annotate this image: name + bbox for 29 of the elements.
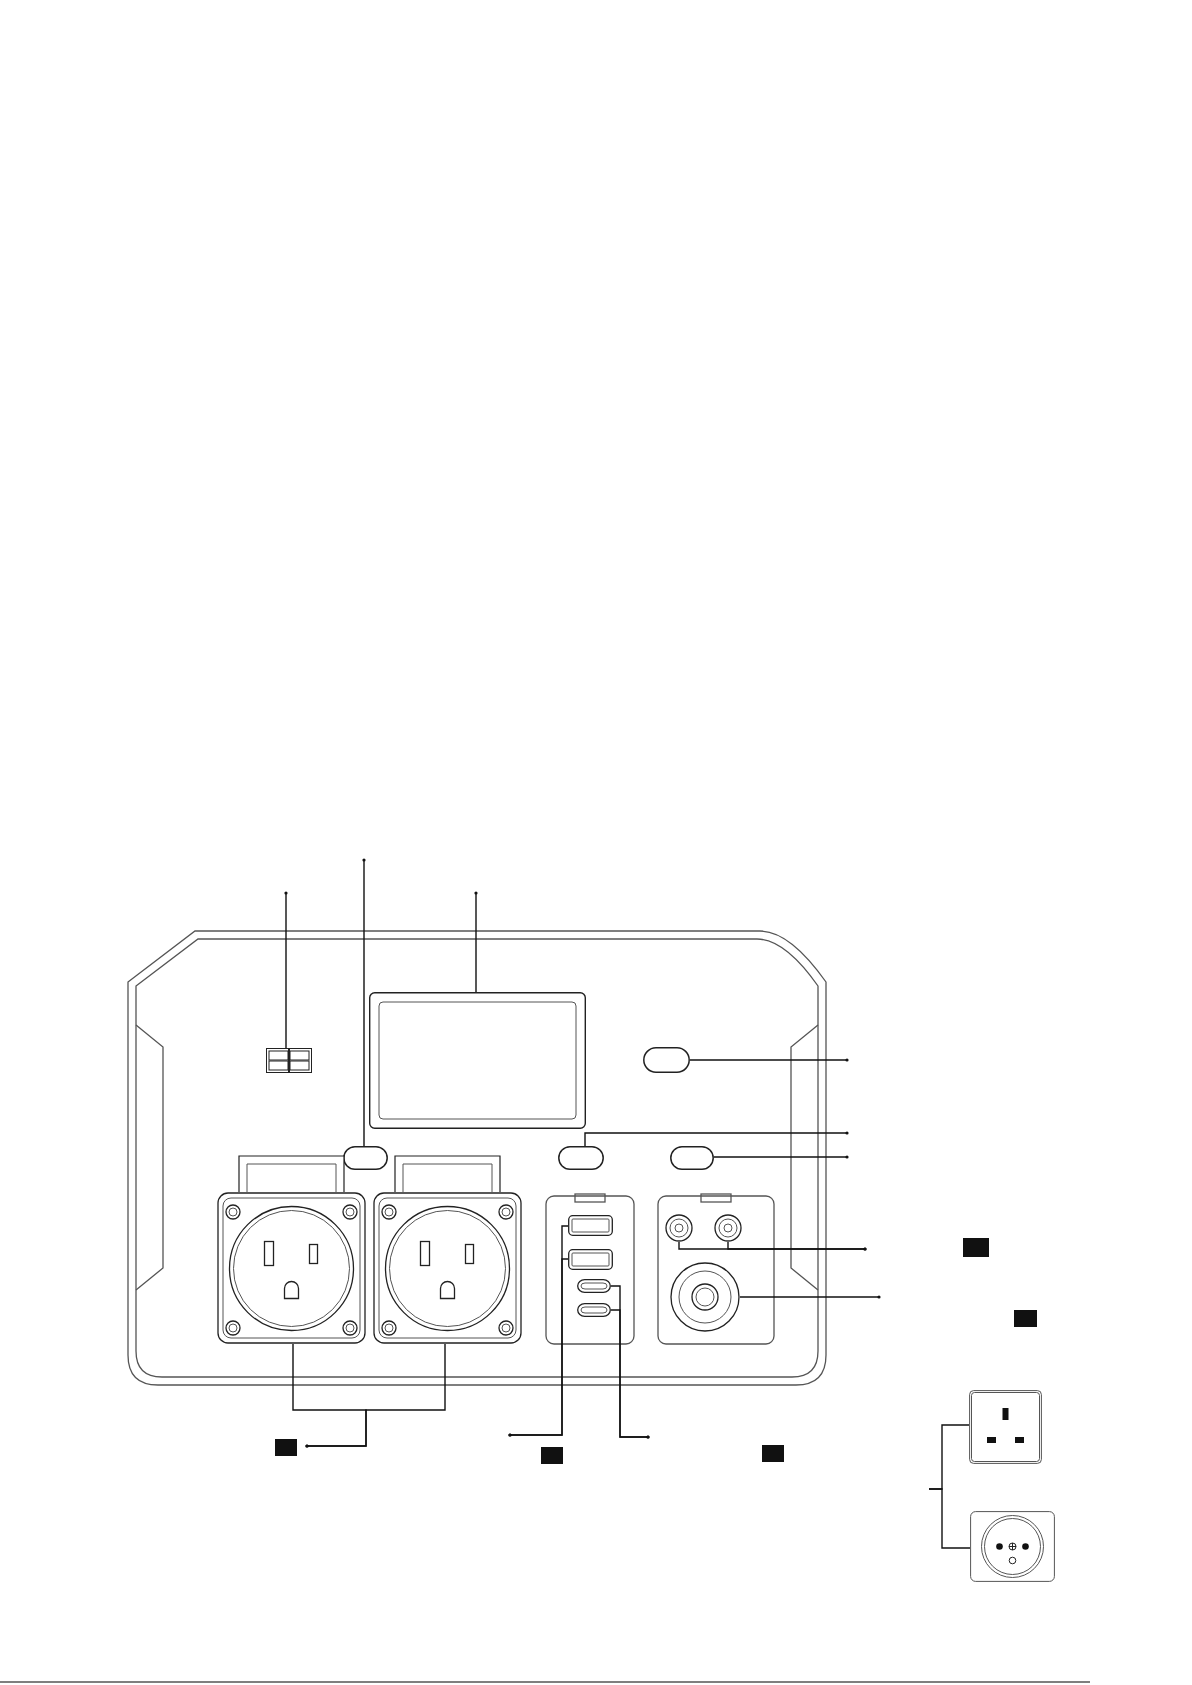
leader-line <box>713 1155 849 1159</box>
leader-line <box>474 891 478 993</box>
oval-button <box>343 1146 388 1170</box>
ac-outlet <box>217 1156 366 1344</box>
leader-line <box>739 1295 881 1299</box>
oval-button <box>670 1146 714 1170</box>
leader-line <box>689 1058 849 1062</box>
ac-outlet <box>373 1156 522 1344</box>
eu-socket-drawing <box>970 1511 1055 1582</box>
leader-line <box>305 1343 446 1448</box>
display-screen <box>369 992 586 1129</box>
usb-c-port <box>577 1303 611 1317</box>
oval-button <box>643 1047 690 1073</box>
leader-line <box>584 1131 849 1148</box>
usb-a-port <box>568 1215 613 1236</box>
leader-line <box>508 1258 569 1437</box>
dc-port <box>714 1214 742 1242</box>
leader-line <box>727 1241 867 1251</box>
leader-line <box>928 1488 971 1549</box>
leader-line <box>284 891 288 1049</box>
leader-line <box>610 1309 650 1439</box>
usb-c-port <box>577 1279 611 1293</box>
anderson-connector <box>266 1048 312 1073</box>
oval-button <box>558 1146 604 1170</box>
car-charger-socket <box>670 1262 740 1332</box>
dc-port <box>665 1214 693 1242</box>
uk-socket-drawing <box>969 1390 1042 1464</box>
leader-line <box>362 858 366 1147</box>
usb-a-port <box>568 1249 613 1270</box>
